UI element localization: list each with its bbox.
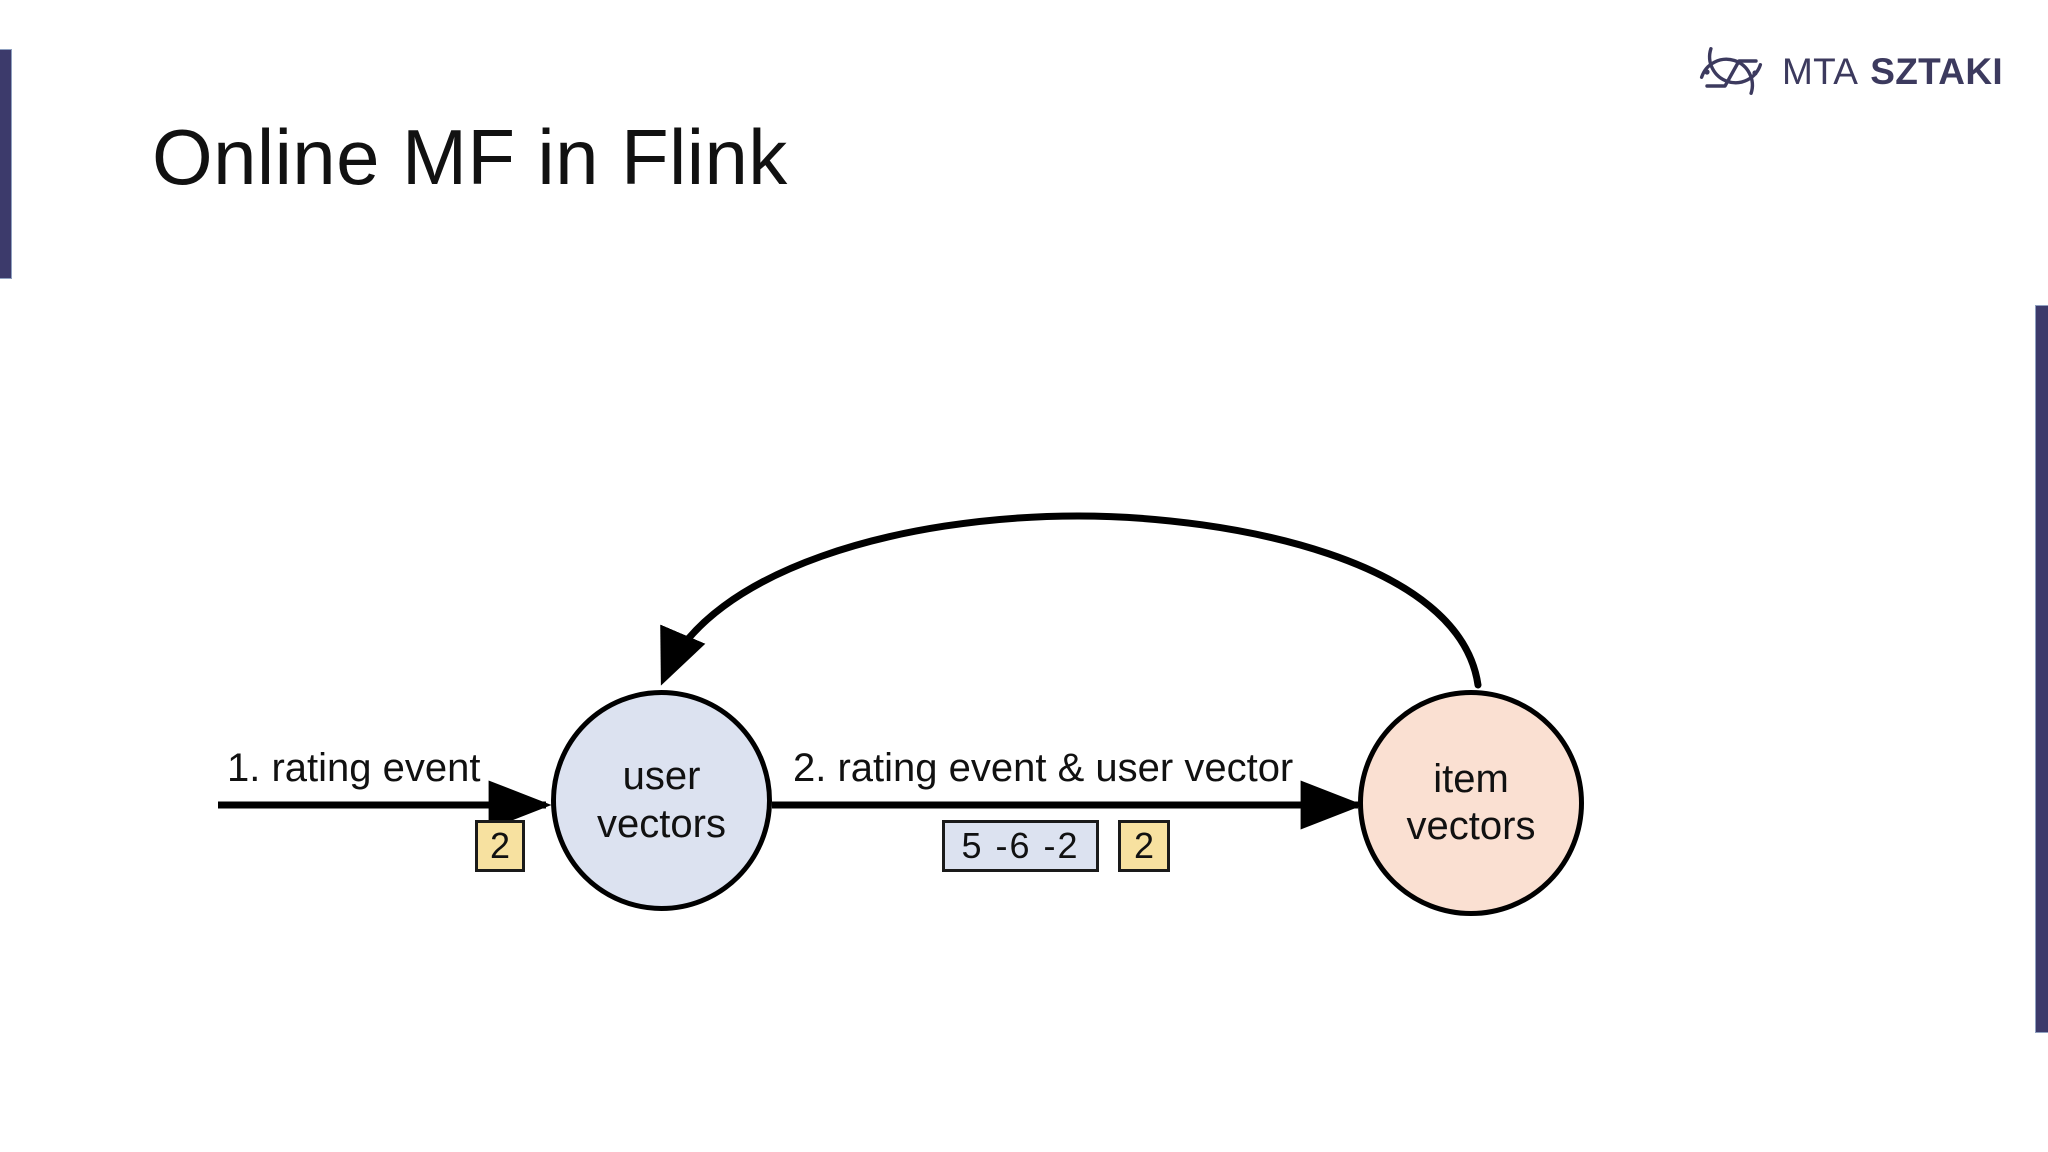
brand-name-light: MTA [1782, 50, 1859, 92]
token-rating-value-2: 2 [1118, 820, 1170, 872]
token-user-vector-values: 5 -6 -2 [942, 820, 1099, 872]
edge-label-rating-event: 1. rating event [227, 746, 481, 790]
edge-label-rating-event-and-user-vector: 2. rating event & user vector [793, 746, 1294, 790]
left-accent-bar [0, 50, 11, 278]
node-user-vectors-line2: vectors [597, 801, 726, 846]
node-user-vectors-line1: user [622, 754, 701, 799]
brand-logo: MTA SZTAKI [1692, 30, 2003, 112]
node-item-vectors-line1: item [1433, 756, 1509, 801]
node-user-vectors[interactable]: user vectors [551, 690, 772, 911]
brand-name-bold: SZTAKI [1870, 50, 2003, 92]
right-accent-bar [2036, 306, 2048, 1032]
edge-3-feedback-arrow [660, 512, 1482, 689]
node-item-vectors-line2: vectors [1406, 804, 1536, 848]
node-item-vectors[interactable]: item vectors [1358, 690, 1584, 916]
token-rating-value-1: 2 [475, 820, 525, 872]
circular-swirl-icon [1699, 46, 1763, 96]
page-title: Online MF in Flink [152, 113, 788, 201]
